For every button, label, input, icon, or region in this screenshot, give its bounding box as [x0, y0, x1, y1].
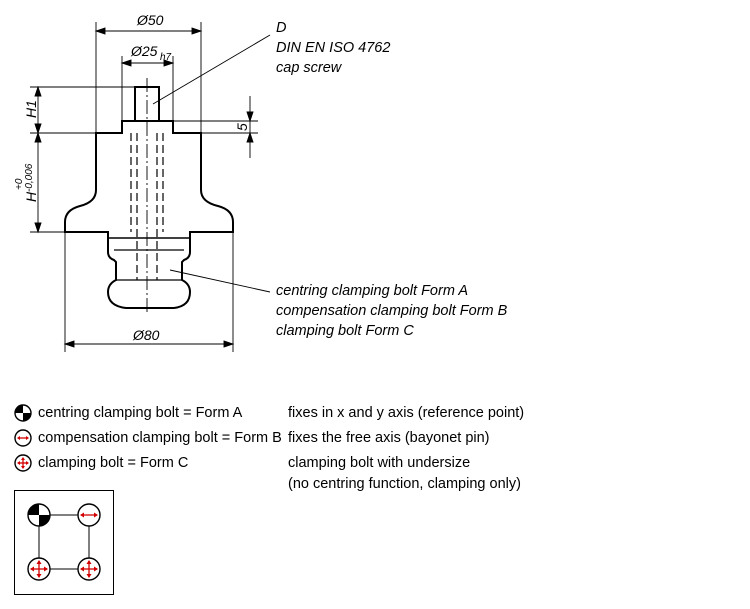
screw-note-line-1: D	[276, 20, 286, 36]
legend-desc-form-c: clamping bolt with undersize	[288, 455, 471, 471]
cross-arrow-circle-icon	[14, 454, 32, 472]
dim-h-tolerance-upper: +0	[14, 178, 25, 190]
dim-5-label: 5	[234, 123, 250, 131]
dim-h-tolerance-lower: -0,006	[24, 163, 35, 192]
dim-d25-tolerance: h7	[160, 52, 172, 63]
half-filled-circle-icon	[27, 503, 51, 527]
bolt-body-outline	[64, 120, 234, 309]
legend-row-form-a: centring clamping bolt = Form A	[14, 402, 242, 424]
horizontal-arrow-circle-icon	[77, 503, 101, 527]
screw-note-line-3: cap screw	[276, 60, 343, 76]
technical-drawing: Ø50 Ø25 h7 D DIN EN ISO 4762 cap screw H…	[14, 12, 508, 352]
bolt-note-line-2: compensation clamping bolt Form B	[276, 303, 508, 319]
legend-label-form-c: clamping bolt = Form C	[38, 455, 189, 471]
cross-arrow-circle-icon	[27, 557, 51, 581]
cross-arrow-circle-icon	[77, 557, 101, 581]
screw-leader-line	[152, 34, 271, 105]
half-filled-circle-icon	[14, 404, 32, 422]
hidden-screw-lines	[130, 133, 164, 280]
legend-desc-form-a: fixes in x and y axis (reference point)	[288, 405, 525, 421]
dimension-5	[173, 96, 258, 158]
screw-note-line-2: DIN EN ISO 4762	[276, 40, 390, 56]
bolt-layout-diagram	[27, 503, 101, 581]
dimension-d50	[94, 22, 203, 133]
layout-square-outline	[38, 514, 90, 570]
legend-row-form-c: clamping bolt = Form C	[14, 452, 188, 474]
bolt-note-line-1: centring clamping bolt Form A	[276, 283, 468, 299]
legend-label-form-b: compensation clamping bolt = Form B	[38, 430, 282, 446]
legend-label-form-a: centring clamping bolt = Form A	[38, 405, 243, 421]
legend-desc-form-c-2: (no centring function, clamping only)	[288, 476, 521, 492]
bolt-note-line-3: clamping bolt Form C	[276, 323, 414, 339]
dim-h-label: H	[23, 191, 39, 202]
dimension-h-h1	[30, 85, 135, 234]
dim-d80-label: Ø80	[132, 327, 160, 343]
legend-row-form-b: compensation clamping bolt = Form B	[14, 427, 282, 449]
dim-d25-label: Ø25	[130, 43, 158, 59]
legend-desc-form-b: fixes the free axis (bayonet pin)	[288, 430, 490, 446]
dim-d50-label: Ø50	[136, 12, 164, 28]
dimension-d25	[120, 56, 175, 121]
horizontal-arrow-circle-icon	[14, 429, 32, 447]
dim-h1-label: H1	[23, 100, 39, 118]
bolt-layout-example	[14, 490, 114, 595]
bolt-leader-line	[169, 269, 271, 293]
dimension-d80	[63, 232, 235, 352]
